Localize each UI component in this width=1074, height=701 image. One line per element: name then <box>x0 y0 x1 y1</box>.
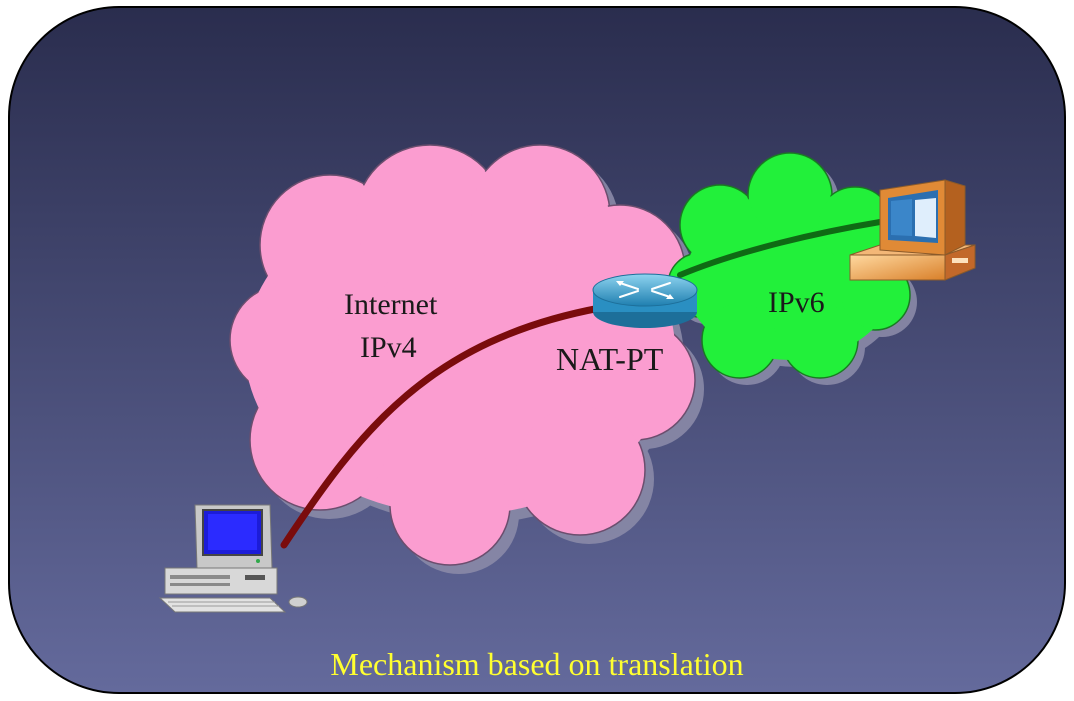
ipv6-cloud <box>667 152 917 385</box>
ipv4-host-computer-icon <box>158 504 308 613</box>
ipv4-cloud-label-line2: IPv4 <box>360 331 417 364</box>
ipv4-link <box>280 304 604 549</box>
ipv6-host-computer-icon <box>849 179 976 281</box>
ipv6-link <box>677 219 883 278</box>
router-icon <box>592 273 698 328</box>
ipv6-cloud-label: IPv6 <box>768 286 825 319</box>
diagram-caption: Mechanism based on translation <box>330 646 744 682</box>
ipv4-cloud-label-line1: Internet <box>344 288 438 321</box>
router-label: NAT-PT <box>556 341 664 377</box>
